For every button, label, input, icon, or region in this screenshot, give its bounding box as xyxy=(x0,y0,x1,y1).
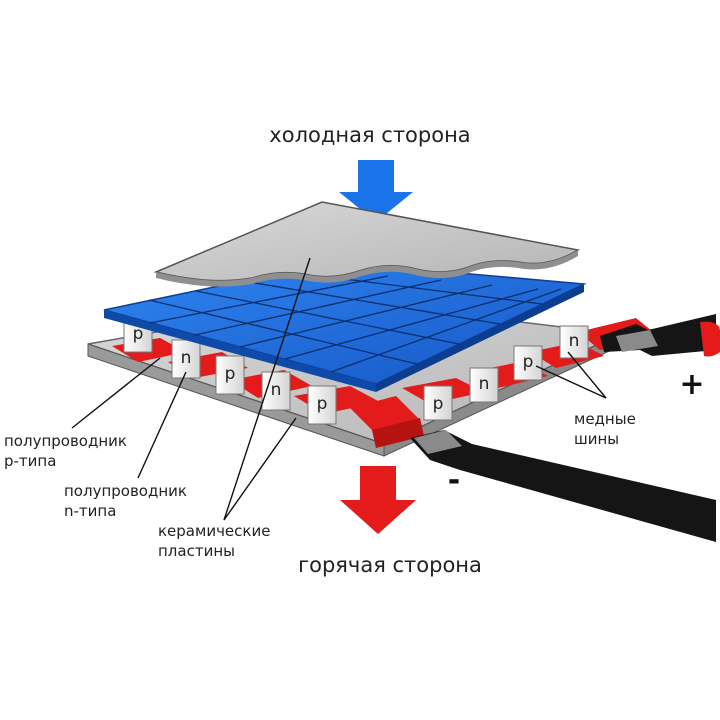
p-semiconductor-label-line2: p-типа xyxy=(4,452,56,470)
hot-arrow xyxy=(340,466,416,534)
pellet-label-p: p xyxy=(317,394,328,414)
n-semiconductor-label-line2: n-типа xyxy=(64,502,116,520)
cold-side-label: холодная сторона xyxy=(269,123,470,147)
pellet-n xyxy=(469,367,499,403)
pellet-label-n: n xyxy=(479,374,490,394)
leader-lines xyxy=(71,257,607,521)
pellet-p xyxy=(513,345,543,381)
pellet-label-p: p xyxy=(433,394,444,414)
pellet-p xyxy=(423,385,453,421)
cold-arrow xyxy=(339,160,413,222)
top-ceramic-plate xyxy=(153,201,581,287)
pellet-p xyxy=(307,385,337,425)
blue-conductor-plate xyxy=(103,261,587,392)
pellet-p xyxy=(215,355,245,395)
plus-terminal-label: + xyxy=(679,367,704,402)
copper-busbars-label-line1: медные xyxy=(574,410,636,428)
negative-wire xyxy=(410,430,716,542)
minus-terminal-label: - xyxy=(448,463,460,498)
ceramic-plates-label-line1: керамические xyxy=(158,522,270,540)
p-semiconductor-label-line1: полупроводник xyxy=(4,432,127,450)
pellet-label-n: n xyxy=(271,380,282,400)
pellet-label-n: n xyxy=(569,331,580,351)
copper-busbars-label-line2: шины xyxy=(574,430,619,448)
pellet-label-n: n xyxy=(181,348,192,368)
ceramic-plates-label-line2: пластины xyxy=(158,542,235,560)
pellet-label-p: p xyxy=(133,324,144,344)
pellet-n xyxy=(171,339,201,379)
positive-wire xyxy=(600,314,720,357)
hot-side-label: горячая сторона xyxy=(298,553,482,577)
n-semiconductor-label-line1: полупроводник xyxy=(64,482,187,500)
pellet-label-p: p xyxy=(225,364,236,384)
pellet-label-p: p xyxy=(523,352,534,372)
semiconductor-pellets: p n p n p p n p n xyxy=(123,315,589,425)
pellet-n xyxy=(559,325,589,359)
